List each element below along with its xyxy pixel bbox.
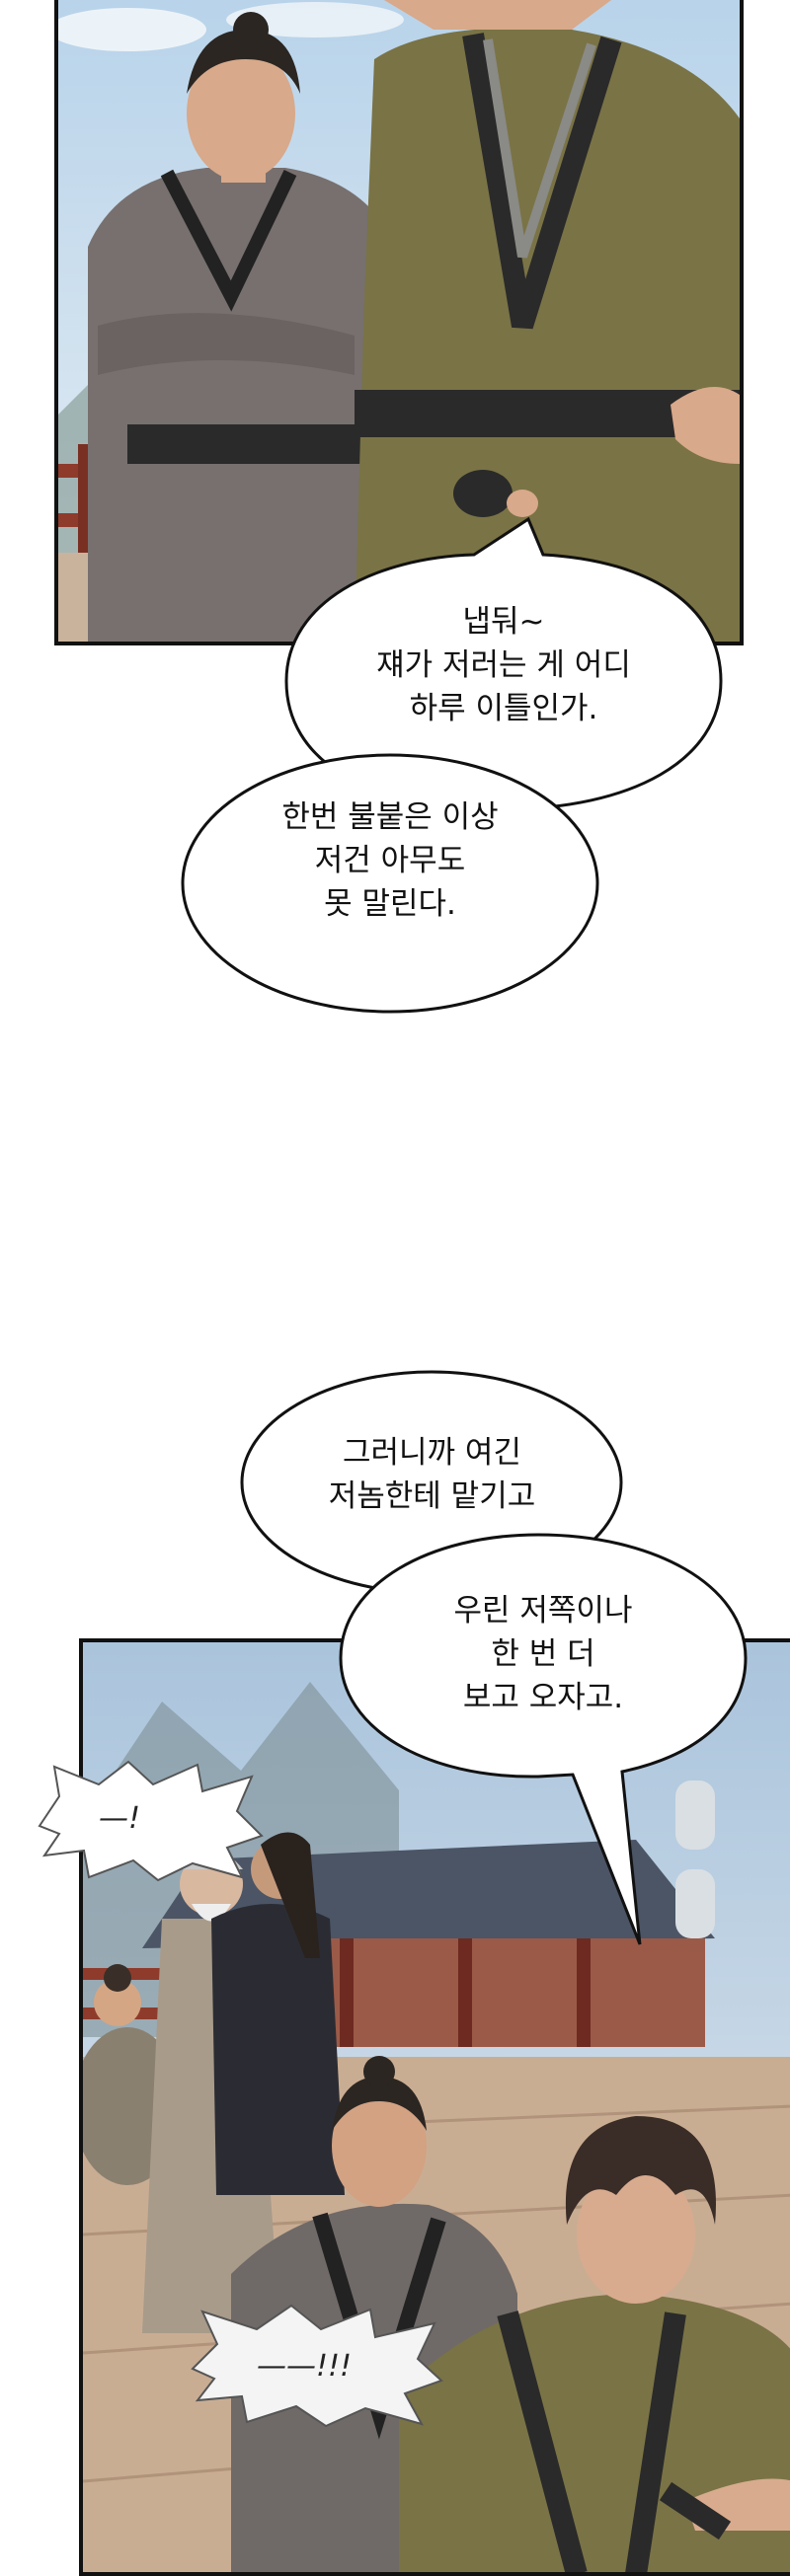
bubble-line: 한 번 더: [491, 1636, 595, 1672]
bubble-line: 냅둬~: [462, 604, 545, 640]
bubble-text: 우린 저쪽이나 한 번 더 보고 오자고.: [341, 1589, 746, 1719]
speech-bubble: [339, 1533, 748, 1945]
bubble-text: 그러니까 여긴 저놈한테 맡기고: [237, 1431, 627, 1518]
bubble-line: 쟤가 저러는 게 어디: [376, 647, 631, 683]
cloud: [58, 8, 206, 51]
temple-pillar: [340, 1938, 354, 2047]
bubble-text: 냅둬~ 쟤가 저러는 게 어디 하루 이틀인가.: [286, 600, 721, 730]
bubble-line: 그러니까 여긴: [343, 1435, 521, 1471]
man-olive-robe: [355, 0, 740, 642]
bubble-line: 우린 저쪽이나: [453, 1593, 633, 1629]
bubble-line: 한번 불붙은 이상: [281, 799, 499, 835]
young-man-olive-robe: [399, 2116, 790, 2572]
bubble-line: 보고 오자고.: [462, 1680, 624, 1715]
bubble-line: 하루 이틀인가.: [409, 691, 598, 726]
bubble-text: 한번 불붙은 이상 저건 아무도 못 말린다.: [178, 796, 602, 926]
sfx-text: ——!!!: [257, 2349, 353, 2384]
temple-pillar: [458, 1938, 472, 2047]
sfx-burst: [191, 2304, 443, 2428]
lantern: [675, 1780, 715, 1850]
man-black-robe: [211, 1832, 345, 2195]
sfx-burst: [38, 1760, 264, 1882]
speech-bubble: [181, 753, 599, 1014]
sfx-text: —!: [99, 1801, 141, 1836]
speech-bubble: [284, 516, 723, 811]
cloud: [226, 2, 404, 38]
temple-pillar: [577, 1938, 591, 2047]
man-gray-robe: [88, 12, 414, 642]
bubble-line: 저건 아무도: [314, 843, 466, 878]
lantern: [675, 1869, 715, 1938]
bubble-line: 저놈한테 맡기고: [328, 1478, 536, 1514]
bubble-line: 못 말린다.: [324, 886, 456, 922]
